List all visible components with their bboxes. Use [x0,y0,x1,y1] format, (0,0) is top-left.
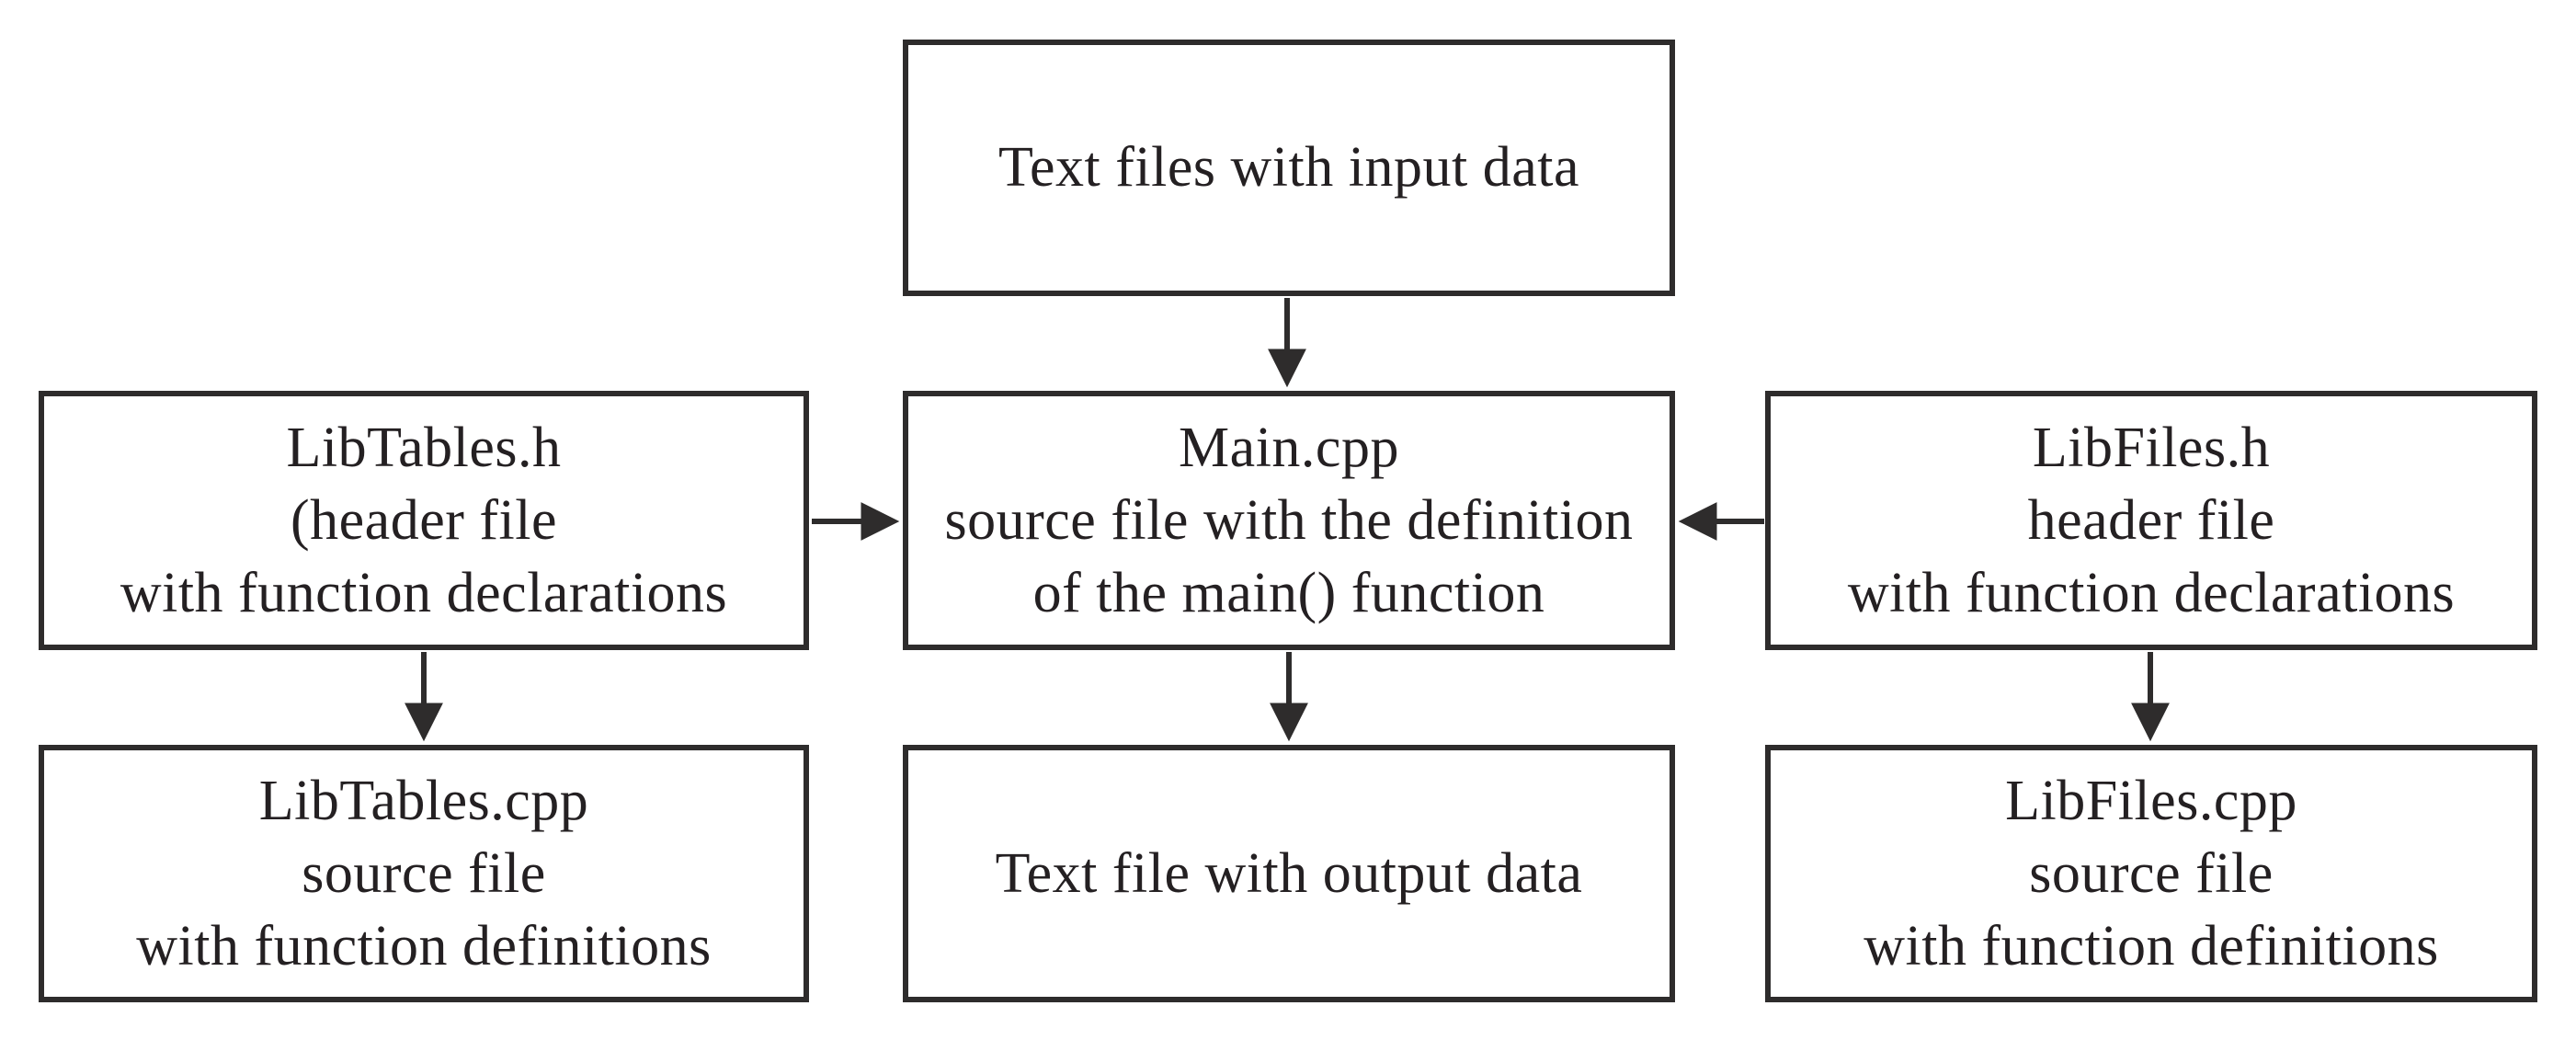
node-input-data-label: Text files with input data [998,136,1579,199]
node-libfiles-cpp-desc-2: with function definitions [1864,914,2439,977]
node-libtables-cpp: LibTables.cpp source file with function … [39,745,809,1002]
node-libfiles-h-desc-1: header file [2027,488,2275,552]
node-main-cpp-title: Main.cpp [1179,416,1399,479]
node-libfiles-cpp: LibFiles.cpp source file with function d… [1765,745,2537,1002]
node-libfiles-cpp-desc-1: source file [2029,841,2274,905]
node-libfiles-h-title: LibFiles.h [2032,416,2271,479]
node-main-cpp-desc-1: source file with the definition [944,488,1634,552]
node-libfiles-h: LibFiles.h header file with function dec… [1765,391,2537,650]
node-libtables-cpp-title: LibTables.cpp [258,769,589,832]
node-main-cpp: Main.cpp source file with the definition… [903,391,1675,650]
node-libtables-h-title: LibTables.h [286,416,562,479]
node-libtables-h: LibTables.h (header file with function d… [39,391,809,650]
node-libtables-cpp-desc-1: source file [302,841,546,905]
node-libtables-h-desc-1: (header file [291,488,557,552]
node-output-data: Text file with output data [903,745,1675,1002]
node-output-data-label: Text file with output data [995,841,1583,905]
node-input-data: Text files with input data [903,40,1675,296]
node-libtables-h-desc-2: with function declarations [120,561,728,624]
node-libtables-cpp-desc-2: with function definitions [136,914,712,977]
node-libfiles-h-desc-2: with function declarations [1847,561,2456,624]
node-main-cpp-desc-2: of the main() function [1032,561,1545,624]
node-libfiles-cpp-title: LibFiles.cpp [2005,769,2297,832]
